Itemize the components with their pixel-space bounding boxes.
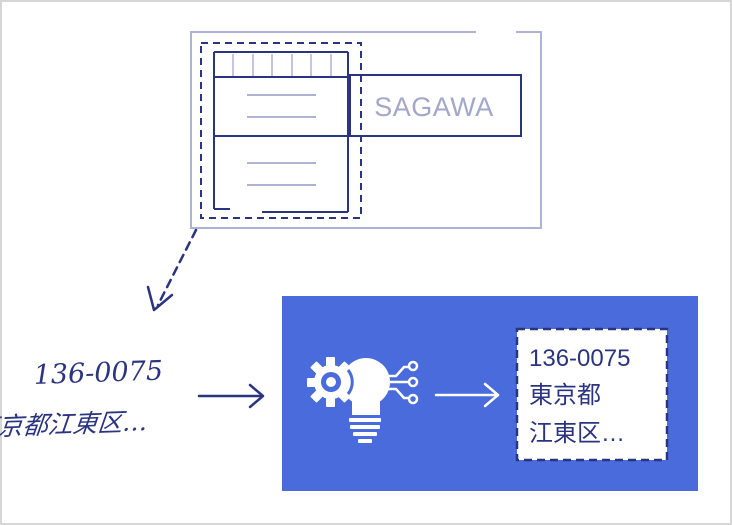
result-line-3: 江東区… <box>529 420 625 447</box>
result-card: 136-0075 東京都 江東区… <box>515 327 669 462</box>
label-slip-outline <box>190 31 542 229</box>
result-line-1: 136-0075 <box>529 345 630 372</box>
handwritten-address: 136-0075 東京都江東区… <box>0 355 164 442</box>
result-line-2: 東京都 <box>529 382 601 409</box>
brand-box <box>349 74 522 137</box>
form-grid-ticks <box>232 54 332 76</box>
handwritten-line-1: 136-0075 <box>33 355 163 390</box>
input-arrow <box>197 383 265 409</box>
selection-dashed-box <box>200 42 362 219</box>
extract-arrow <box>146 228 198 312</box>
handwritten-line-2: 東京都江東区… <box>0 407 149 442</box>
lightbulb-gear-circuit-icon <box>307 357 419 443</box>
shipping-label: SAGAWA <box>190 31 542 229</box>
address-form <box>213 51 350 213</box>
brand-text: SAGAWA <box>374 92 494 122</box>
output-arrow <box>434 382 500 408</box>
form-text-lines <box>247 94 316 186</box>
